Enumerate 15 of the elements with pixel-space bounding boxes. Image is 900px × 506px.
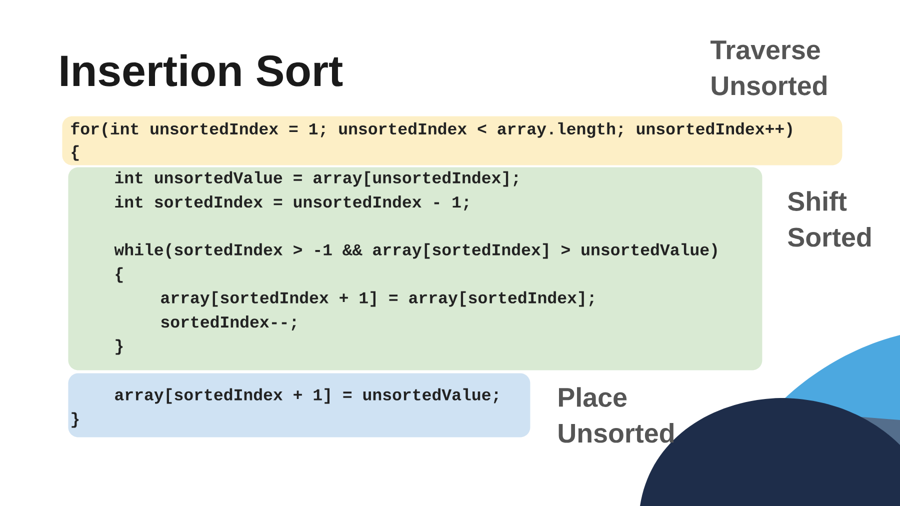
code-line: for(int unsortedIndex = 1; unsortedIndex < array.length; unsortedIndex++) xyxy=(71,122,792,138)
slide-title: Insertion Sort xyxy=(61,54,343,86)
section-label: Shift Sorted xyxy=(788,191,871,247)
code-line: array[sortedIndex + 1] = unsortedValue; xyxy=(115,388,498,404)
code-line: while(sortedIndex > -1 && array[sortedIndex] > unsortedValue) xyxy=(114,243,717,259)
code-line: array[sortedIndex + 1] = array[sortedIndex]; xyxy=(161,291,594,307)
section-label: Place Unsorted xyxy=(558,387,674,443)
code-line: } xyxy=(72,412,79,428)
code-line: sortedIndex--; xyxy=(161,316,296,330)
code-line: { xyxy=(116,267,123,283)
section-label: Traverse Unsorted xyxy=(710,40,826,96)
code-line: { xyxy=(72,145,79,161)
code-line: int sortedIndex = unsortedIndex - 1; xyxy=(115,196,468,210)
code-line: int unsortedValue = array[unsortedIndex]; xyxy=(115,171,518,187)
code-line: } xyxy=(116,339,123,355)
